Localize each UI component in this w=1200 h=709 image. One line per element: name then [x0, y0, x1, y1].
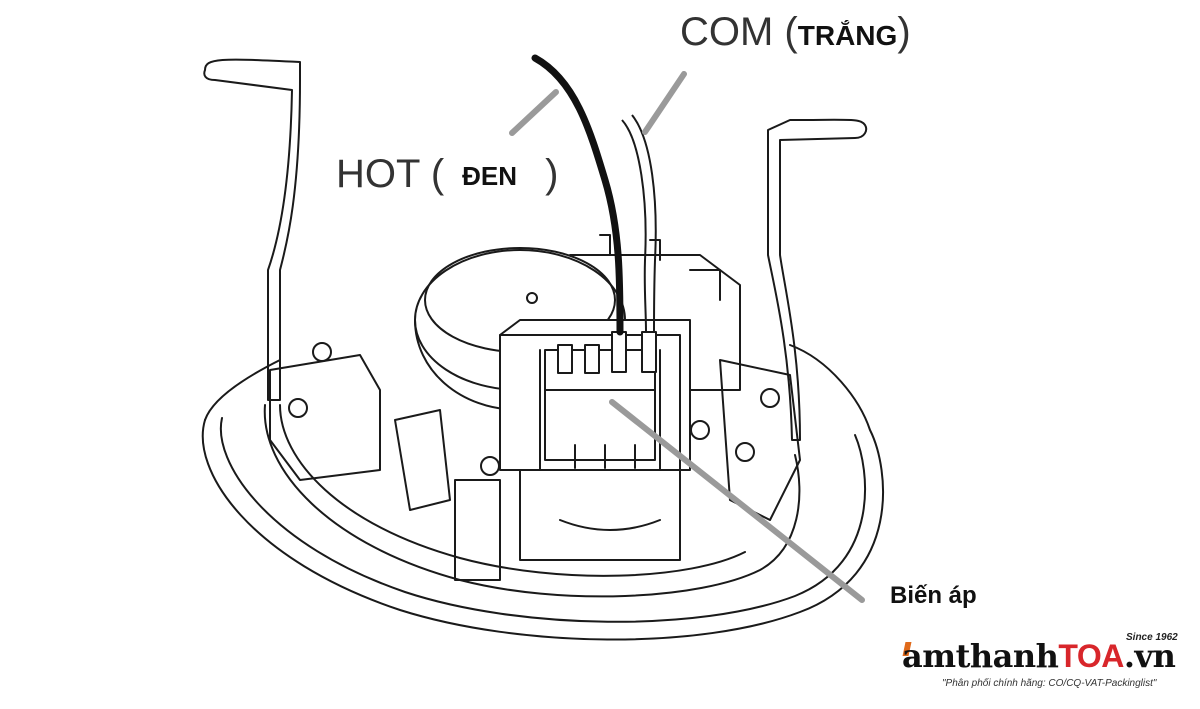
- speaker-flange: [201, 344, 885, 641]
- logo-brand-part2: TOA: [1058, 638, 1124, 674]
- hot-wire-label: HOT ( ĐEN): [336, 150, 558, 200]
- brand-logo: amthanhTOA.vn Since 1962 "Phân phối chín…: [902, 632, 1192, 696]
- hot-wire-black: [531, 54, 624, 336]
- speaker-flange-inner: [219, 417, 866, 623]
- com-color-text: TRẮNG: [797, 20, 898, 51]
- transformer-leader-line: [609, 399, 865, 603]
- hot-leader-line: [509, 89, 559, 136]
- logo-brand-part1: amthanh: [902, 637, 1059, 675]
- com-leader-line: [642, 71, 687, 135]
- logo-since-text: Since 1962: [1126, 632, 1178, 643]
- logo-brand-part3: .vn: [1123, 637, 1176, 675]
- left-mounting-spring: [203, 58, 301, 401]
- transformer: [499, 319, 691, 561]
- hot-label-text: HOT (: [336, 152, 445, 196]
- com-wire-label: COM (TRẮNG): [680, 8, 911, 60]
- com-wire-white: [621, 114, 657, 333]
- logo-wordmark: amthanhTOA.vn: [902, 637, 1176, 675]
- right-mounting-spring: [767, 118, 868, 441]
- logo-tagline: "Phân phối chính hãng: CO/CQ-VAT-Packing…: [942, 678, 1157, 689]
- transformer-label: Biến áp: [890, 582, 977, 609]
- hot-label-close: ): [545, 152, 559, 196]
- hot-color-text: ĐEN: [462, 161, 518, 191]
- com-label-text: COM (: [680, 10, 798, 54]
- com-label-close: ): [897, 10, 911, 54]
